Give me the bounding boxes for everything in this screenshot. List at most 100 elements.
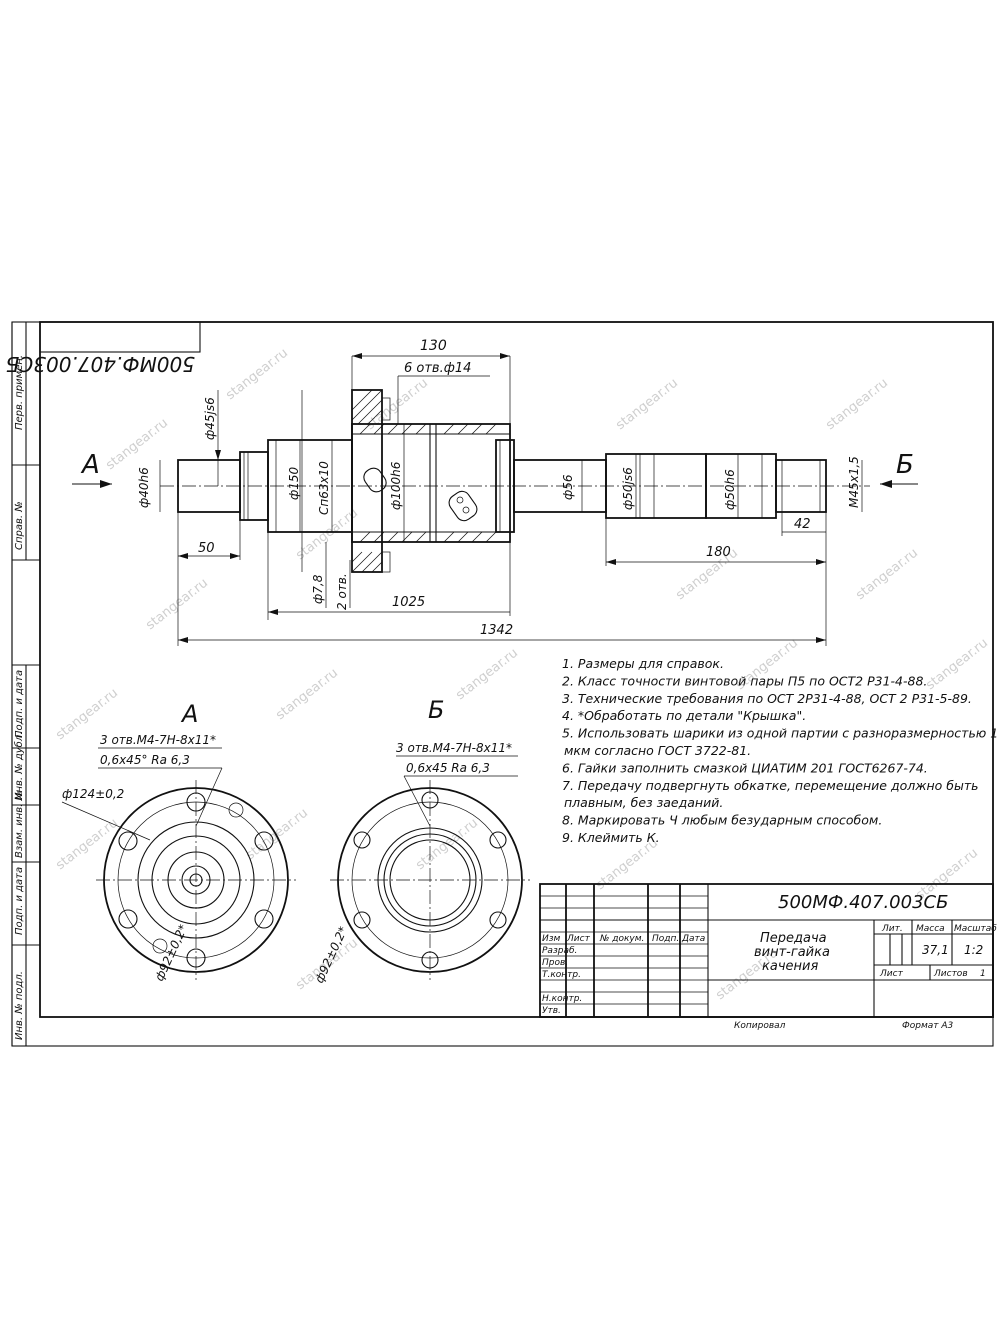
tb-mass-label: Масса	[916, 924, 945, 934]
tb-row-tkontr: Т.контр.	[542, 970, 581, 980]
tb-row-nkontr: Н.контр.	[542, 994, 582, 1004]
main-assembly-view: А Б 130 6 отв.ф14 ф45js6 ф40h6 ф150 Сп63…	[72, 338, 918, 646]
view-b-callout-bottom: 0,6х45 Ra 6,3	[406, 761, 490, 775]
view-b-title: Б	[428, 696, 444, 724]
flange-hatch-bottom	[351, 551, 383, 573]
flange-hatch-top	[351, 389, 383, 425]
tb-header-data: Дата	[681, 934, 705, 944]
tb-sheet-label: Лист	[879, 969, 904, 979]
title-block: 500МФ.407.003СБ Изм Лист № докум. Подп. …	[539, 883, 997, 1031]
note-line: 6. Гайки заполнить смазкой ЦИАТИМ 201 ГО…	[562, 760, 928, 775]
dim-d50h6: ф50h6	[723, 469, 737, 510]
dim-d78: ф7,8	[311, 574, 325, 604]
shaft-thread-m45	[775, 459, 827, 513]
technical-notes: 1. Размеры для справок. 2. Класс точности…	[562, 656, 998, 845]
dim-2-holes: 2 отв.	[335, 573, 349, 610]
mirrored-code-box: 500МФ.407.003СБ	[6, 321, 201, 376]
view-a-d124: ф124±0,2	[62, 787, 124, 801]
tb-scale-label: Масштаб	[954, 924, 997, 934]
side-strip: Перв. примен. Справ. № Подп. и дата Инв.…	[11, 322, 40, 1046]
watermark-text: stangear.ru	[143, 576, 211, 633]
dim-180: 180	[706, 545, 731, 560]
view-a-bolt-hole	[118, 909, 138, 929]
tb-header-podp: Подп.	[652, 934, 679, 944]
view-a-callout-bottom: 0,6х45° Ra 6,3	[100, 753, 190, 767]
ball-return-insert	[448, 490, 478, 522]
inner-frame	[39, 321, 994, 1018]
note-line: 8. Маркировать Ч любым безударным способ…	[562, 813, 882, 828]
note-line: мкм согласно ГОСТ 3722-81.	[564, 743, 751, 758]
view-b-bolt-hole	[489, 911, 507, 929]
dim-d100h6: ф100h6	[389, 461, 403, 510]
tb-format: Формат А3	[902, 1021, 954, 1031]
view-b-bolt-hole	[489, 831, 507, 849]
watermark-text: stangear.ru	[613, 376, 681, 433]
title-name-line-3: качения	[762, 959, 818, 974]
watermark-text: stangear.ru	[853, 546, 921, 603]
tb-row-utv: Утв.	[542, 1006, 561, 1016]
watermark-text: stangear.ru	[103, 416, 171, 473]
watermark-text: stangear.ru	[823, 376, 891, 433]
dim-50: 50	[198, 541, 215, 556]
side-label-inv-dubl: Инв. № дубл.	[13, 732, 25, 800]
view-a-callout-top: 3 отв.М4-7Н-8х11*	[100, 733, 216, 747]
dim-d56: ф56	[561, 474, 575, 500]
view-b-bolt-hole	[353, 831, 371, 849]
ball-return-slot	[363, 467, 387, 493]
dim-d150: ф150	[287, 466, 301, 500]
side-label-sprav: Справ. №	[14, 501, 25, 550]
note-line: 1. Размеры для справок.	[562, 656, 724, 671]
view-marker-b: Б	[896, 450, 914, 480]
dim-sp63x10: Сп63х10	[317, 461, 331, 515]
dim-130: 130	[420, 338, 447, 354]
note-line: 7. Передачу подвергнуть обкатке, перемещ…	[562, 778, 979, 793]
tb-sheets-label: Листов	[933, 969, 968, 979]
tb-lit-label: Лит.	[881, 924, 903, 934]
title-block-code: 500МФ.407.003СБ	[778, 892, 948, 913]
dim-1342: 1342	[480, 623, 513, 638]
dim-42: 42	[794, 517, 811, 532]
side-label-podp-data-2: Подп. и дата	[14, 867, 25, 935]
dim-d45js6: ф45js6	[203, 397, 217, 440]
watermark-text: stangear.ru	[923, 636, 991, 693]
view-a-bolt-hole	[254, 909, 274, 929]
dim-1025: 1025	[392, 595, 425, 610]
dim-m45: М45х1,5	[847, 456, 861, 508]
tb-mass-value: 37,1	[922, 943, 949, 957]
view-b: Б 3 отв.М4-7Н-8х11* 0,6х45 Ra 6,3 ф92±0,…	[312, 696, 530, 985]
tb-copied: Копировал	[734, 1021, 786, 1031]
note-line: 2. Класс точности винтовой пары П5 по ОС…	[562, 673, 927, 688]
view-b-bolt-hole	[421, 791, 439, 809]
title-name-line-2: винт-гайка	[754, 945, 830, 960]
view-a-title: А	[180, 700, 198, 728]
title-name-line-1: Передача	[760, 931, 827, 946]
view-a-bolt-hole	[254, 831, 274, 851]
side-label-vzam-inv: Взам. инв. №	[14, 790, 25, 858]
note-line: 5. Использовать шарики из одной партии с…	[562, 726, 998, 741]
side-label-perv-primen: Перв. примен.	[14, 355, 25, 430]
nut-hatch	[359, 423, 497, 543]
view-b-callout-top: 3 отв.М4-7Н-8х11*	[396, 741, 512, 755]
note-line: 3. Технические требования по ОСТ 2Р31-4-…	[562, 691, 972, 706]
note-line: 4. *Обработать по детали "Крышка".	[562, 708, 806, 723]
tb-header-doc: № докум.	[599, 934, 644, 944]
watermark-text: stangear.ru	[273, 666, 341, 723]
drawing-code-mirrored: 500МФ.407.003СБ	[6, 352, 195, 376]
tb-header-izm: Изм	[542, 934, 561, 944]
view-marker-a: А	[80, 450, 100, 480]
nut-body	[351, 423, 511, 543]
view-b-bolt-hole	[353, 911, 371, 929]
view-a-bolt-hole	[118, 831, 138, 851]
view-a-bolt-hole	[186, 792, 206, 812]
watermark-text: stangear.ru	[243, 806, 311, 863]
view-b-bolt-hole	[421, 951, 439, 969]
dim-6-holes: 6 отв.ф14	[404, 361, 471, 376]
side-label-inv-podl: Инв. № подл.	[14, 971, 25, 1040]
note-line: плавным, без заеданий.	[564, 795, 723, 810]
tb-row-prov: Пров.	[542, 958, 568, 968]
dim-d50js6: ф50js6	[621, 467, 635, 510]
tb-sheets-value: 1	[980, 969, 986, 979]
watermark-text: stangear.ru	[453, 646, 521, 703]
watermark-text: stangear.ru	[223, 346, 291, 403]
